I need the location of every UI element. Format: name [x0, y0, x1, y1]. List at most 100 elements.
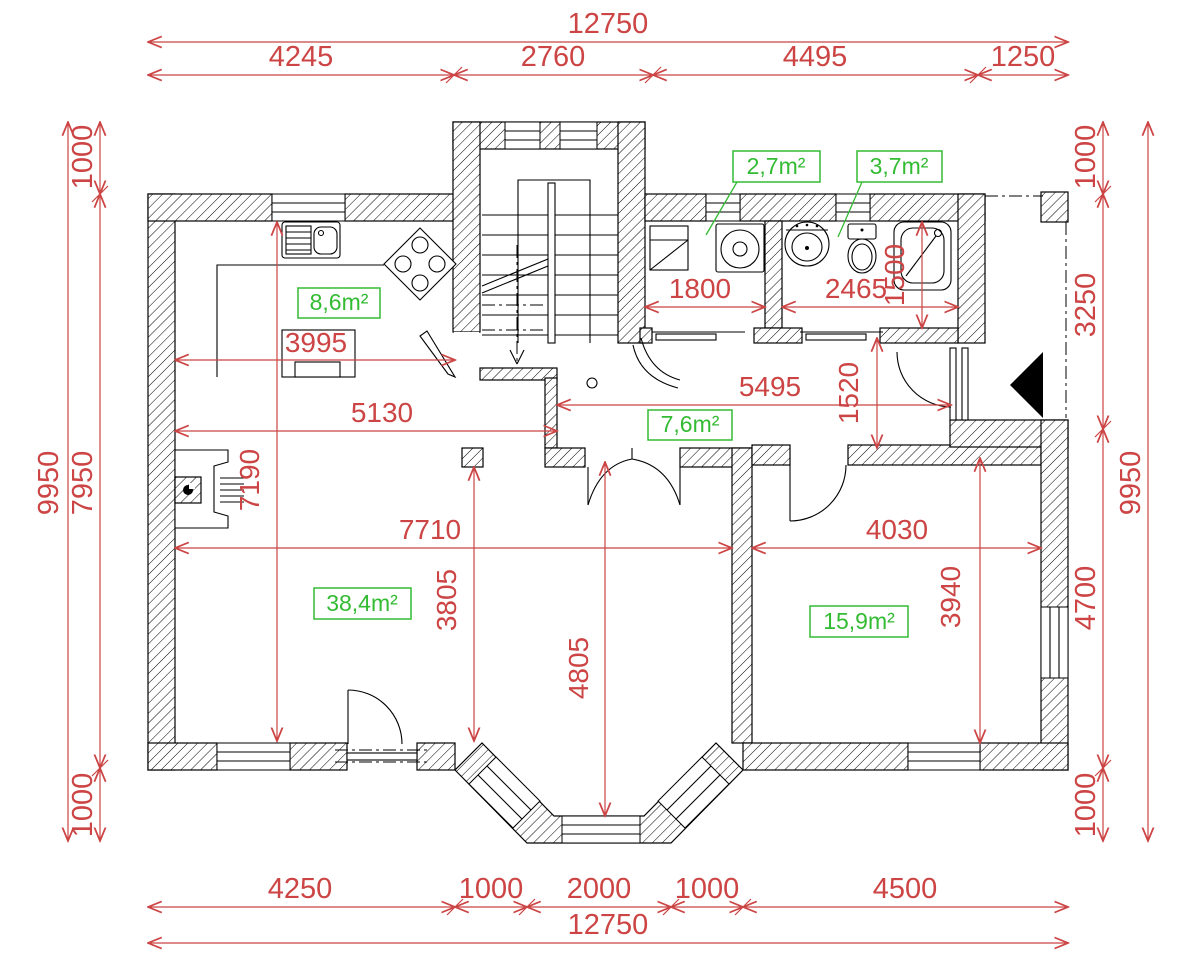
wall-bottom-a2 [289, 742, 348, 771]
dim-living-inner-height: 3805 [431, 569, 462, 631]
dim-bottom-1: 4250 [268, 873, 333, 905]
dim-kitchen-width: 3995 [285, 327, 347, 358]
dim-bottom-overall: 12750 [568, 909, 649, 941]
area-label-bathroom: 3,7m² [837, 150, 943, 238]
bathroom-sink [784, 221, 830, 267]
dim-bottom-3: 2000 [567, 873, 632, 905]
dim-top-2: 2760 [521, 41, 586, 73]
wall-top-b2 [739, 193, 837, 222]
kitchen-area-text: 8,6m² [310, 289, 369, 315]
window-living-bottom [216, 742, 291, 771]
dim-top-4: 1250 [991, 41, 1056, 73]
bedroom-area-text: 15,9m² [823, 608, 895, 634]
dim-bath-depth: 1500 [879, 244, 910, 306]
dim-bottom-2: 1000 [459, 873, 524, 905]
area-label-living-room: 38,4m² [313, 587, 412, 620]
window-bedroom-bottom [907, 742, 981, 771]
dim-hall-width: 5495 [739, 371, 801, 402]
dim-top-3: 4495 [783, 41, 848, 73]
wall-bath-bottom [879, 327, 959, 344]
dim-left-1: 1000 [67, 125, 99, 190]
dim-bath-width: 2465 [825, 273, 887, 304]
kitchen-counter [216, 264, 384, 377]
wall-left [147, 193, 176, 771]
hall-double-door [587, 448, 681, 506]
window-bay-right-diagonal [657, 756, 730, 829]
wall-wc-bottom-1 [639, 327, 653, 344]
wc-cabinet [649, 225, 689, 271]
area-labels: 8,6m² 2,7m² 3,7m² 7,6m² 38,4m² 15,9m² [297, 150, 943, 638]
bathroom-sliding-door [800, 331, 883, 341]
wc-fixtures [649, 223, 765, 273]
hall-area-text: 7,6m² [661, 411, 720, 437]
wall-under-stair [479, 367, 558, 381]
window-bay-left-diagonal [468, 756, 541, 829]
wall-right-top-column [1040, 191, 1069, 223]
wall-hall-bottom-1 [544, 447, 586, 468]
window-bedroom-right [1040, 606, 1069, 679]
living-room-area-text: 38,4m² [326, 590, 398, 616]
stair-stringer [481, 265, 549, 294]
dim-bedroom-width: 4030 [866, 514, 928, 545]
kitchen-sink [281, 221, 341, 259]
dim-right-3: 4700 [1070, 566, 1102, 631]
dim-living-width: 7710 [399, 514, 461, 545]
wall-bath-right [957, 193, 986, 344]
area-label-hall: 7,6m² [647, 409, 733, 441]
dim-top-1: 4245 [269, 41, 334, 73]
bathroom-area-text: 3,7m² [870, 153, 929, 179]
bedroom-door [789, 464, 847, 522]
dim-right-overall: 9950 [1115, 451, 1147, 516]
area-label-wc: 2,7m² [705, 150, 821, 236]
hall-curved-wall [632, 344, 679, 389]
dimensions: 12750 4245 2760 4495 1250 4250 1000 2000… [33, 8, 1148, 943]
dim-right-2: 3250 [1070, 273, 1102, 338]
stair-landing-outline [517, 179, 591, 343]
dim-left-overall: 9950 [33, 451, 65, 516]
dim-bedroom-height: 3940 [935, 566, 966, 628]
window-stairbay-1 [504, 121, 541, 150]
wall-top-b1 [644, 193, 707, 222]
kitchen-stove [383, 227, 457, 301]
dim-kitchen-living-width: 5130 [351, 397, 413, 428]
wall-living-bedroom [731, 447, 753, 744]
staircase [481, 179, 681, 389]
dim-right-1: 1000 [1070, 125, 1102, 190]
dim-living-height: 7190 [234, 449, 265, 511]
window-bay-bottom [561, 815, 641, 844]
stair-railing [547, 182, 556, 344]
dim-hall-depth: 1520 [833, 362, 864, 424]
dim-wc-width: 1800 [669, 273, 731, 304]
wc-area-text: 2,7m² [747, 153, 806, 179]
dim-right-4: 1000 [1070, 773, 1102, 838]
dim-left-3: 1000 [67, 773, 99, 838]
area-label-kitchen: 8,6m² [297, 287, 381, 319]
dim-bottom-4: 1000 [675, 873, 740, 905]
toilet [847, 223, 877, 274]
wc-sliding-door [652, 331, 745, 341]
entrance-door [896, 347, 969, 421]
walls [147, 121, 1069, 844]
windows [216, 121, 1069, 844]
wall-stairbay-right [617, 121, 646, 344]
wall-wc-bottom-2 [753, 327, 803, 344]
entrance-arrow-icon [1010, 352, 1043, 418]
kitchen-fixtures [216, 221, 479, 379]
wall-hall-partition [544, 377, 558, 449]
dim-hall-to-bay-height: 4805 [563, 637, 594, 699]
wall-bedroom-top-1 [751, 444, 791, 466]
window-bath-top [835, 193, 871, 222]
washing-machine [715, 223, 765, 273]
entrance-porch [985, 195, 1067, 418]
window-kitchen-top [271, 193, 346, 222]
wall-bottom-a3 [416, 742, 456, 771]
wall-bottom-b1 [742, 742, 909, 771]
wall-bottom-b2 [979, 742, 1069, 771]
doors [335, 331, 969, 763]
wall-top-a1 [147, 193, 273, 222]
wall-right [1040, 419, 1069, 771]
window-stairbay-2 [559, 121, 598, 150]
wall-bottom-a1 [147, 742, 218, 771]
dim-top-overall: 12750 [568, 8, 649, 40]
